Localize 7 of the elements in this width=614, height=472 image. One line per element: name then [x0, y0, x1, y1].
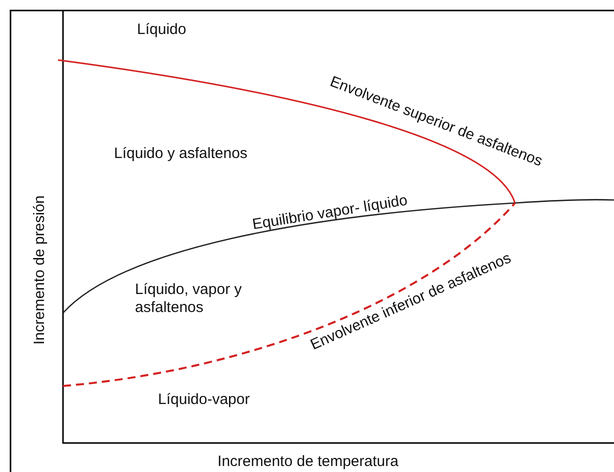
region-label: Líquido y asfaltenos: [114, 145, 248, 163]
axis-title: Incremento de presión: [31, 195, 49, 345]
region-label: Líquido: [137, 21, 186, 39]
region-label: Líquido, vapor y asfaltenos: [135, 281, 243, 317]
axis-title: Incremento de temperatura: [218, 453, 398, 471]
curve-label: Equilibrio vapor- líquido: [251, 192, 409, 234]
region-label: Líquido-vapor: [158, 391, 250, 409]
